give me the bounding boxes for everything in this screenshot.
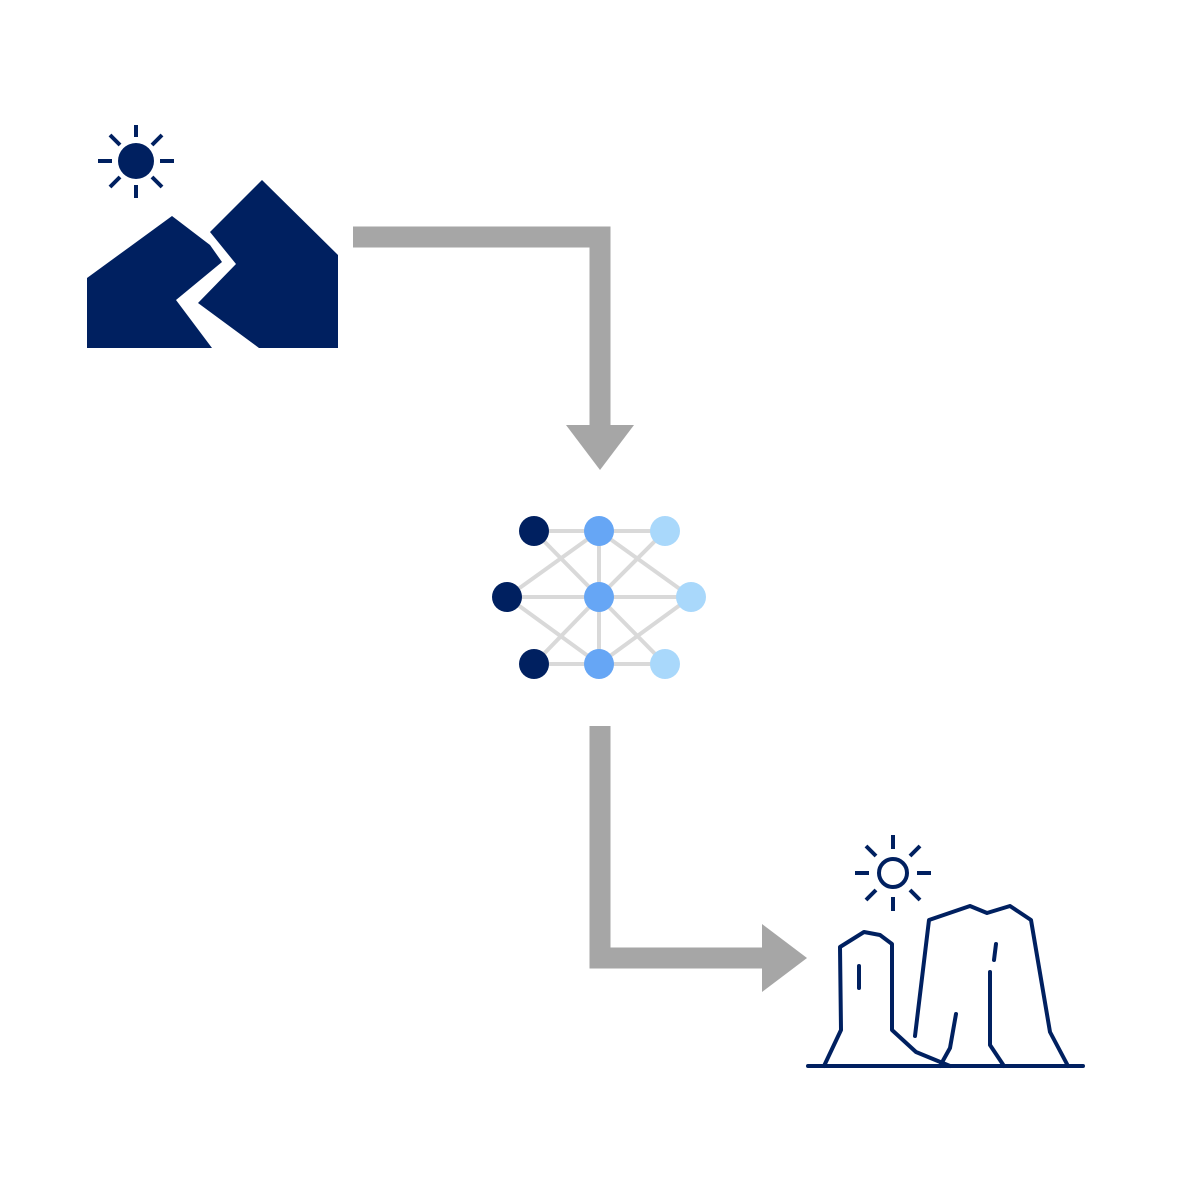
input-node (492, 582, 522, 612)
mountain-river-sun-icon (87, 125, 338, 348)
left-rock-outline (822, 930, 952, 1068)
left-mountain-shape (87, 216, 222, 348)
hidden-node (584, 582, 614, 612)
right-mountain-shape (198, 180, 338, 348)
rock-outline-shapes (806, 904, 1085, 1068)
right-rock-outline (913, 904, 1070, 1068)
rock-formation-sun-icon (806, 835, 1085, 1068)
sun-icon (98, 125, 174, 198)
hidden-node (584, 516, 614, 546)
network-nodes (492, 516, 706, 679)
output-node (676, 582, 706, 612)
output-node (650, 516, 680, 546)
input-node (519, 516, 549, 546)
neural-network-icon (492, 516, 706, 679)
output-node (650, 649, 680, 679)
sun-outline-icon (855, 835, 931, 911)
elbow-arrow-down-icon (353, 226, 634, 470)
hidden-node (584, 649, 614, 679)
input-node (519, 649, 549, 679)
elbow-arrow-right-icon (589, 726, 807, 992)
